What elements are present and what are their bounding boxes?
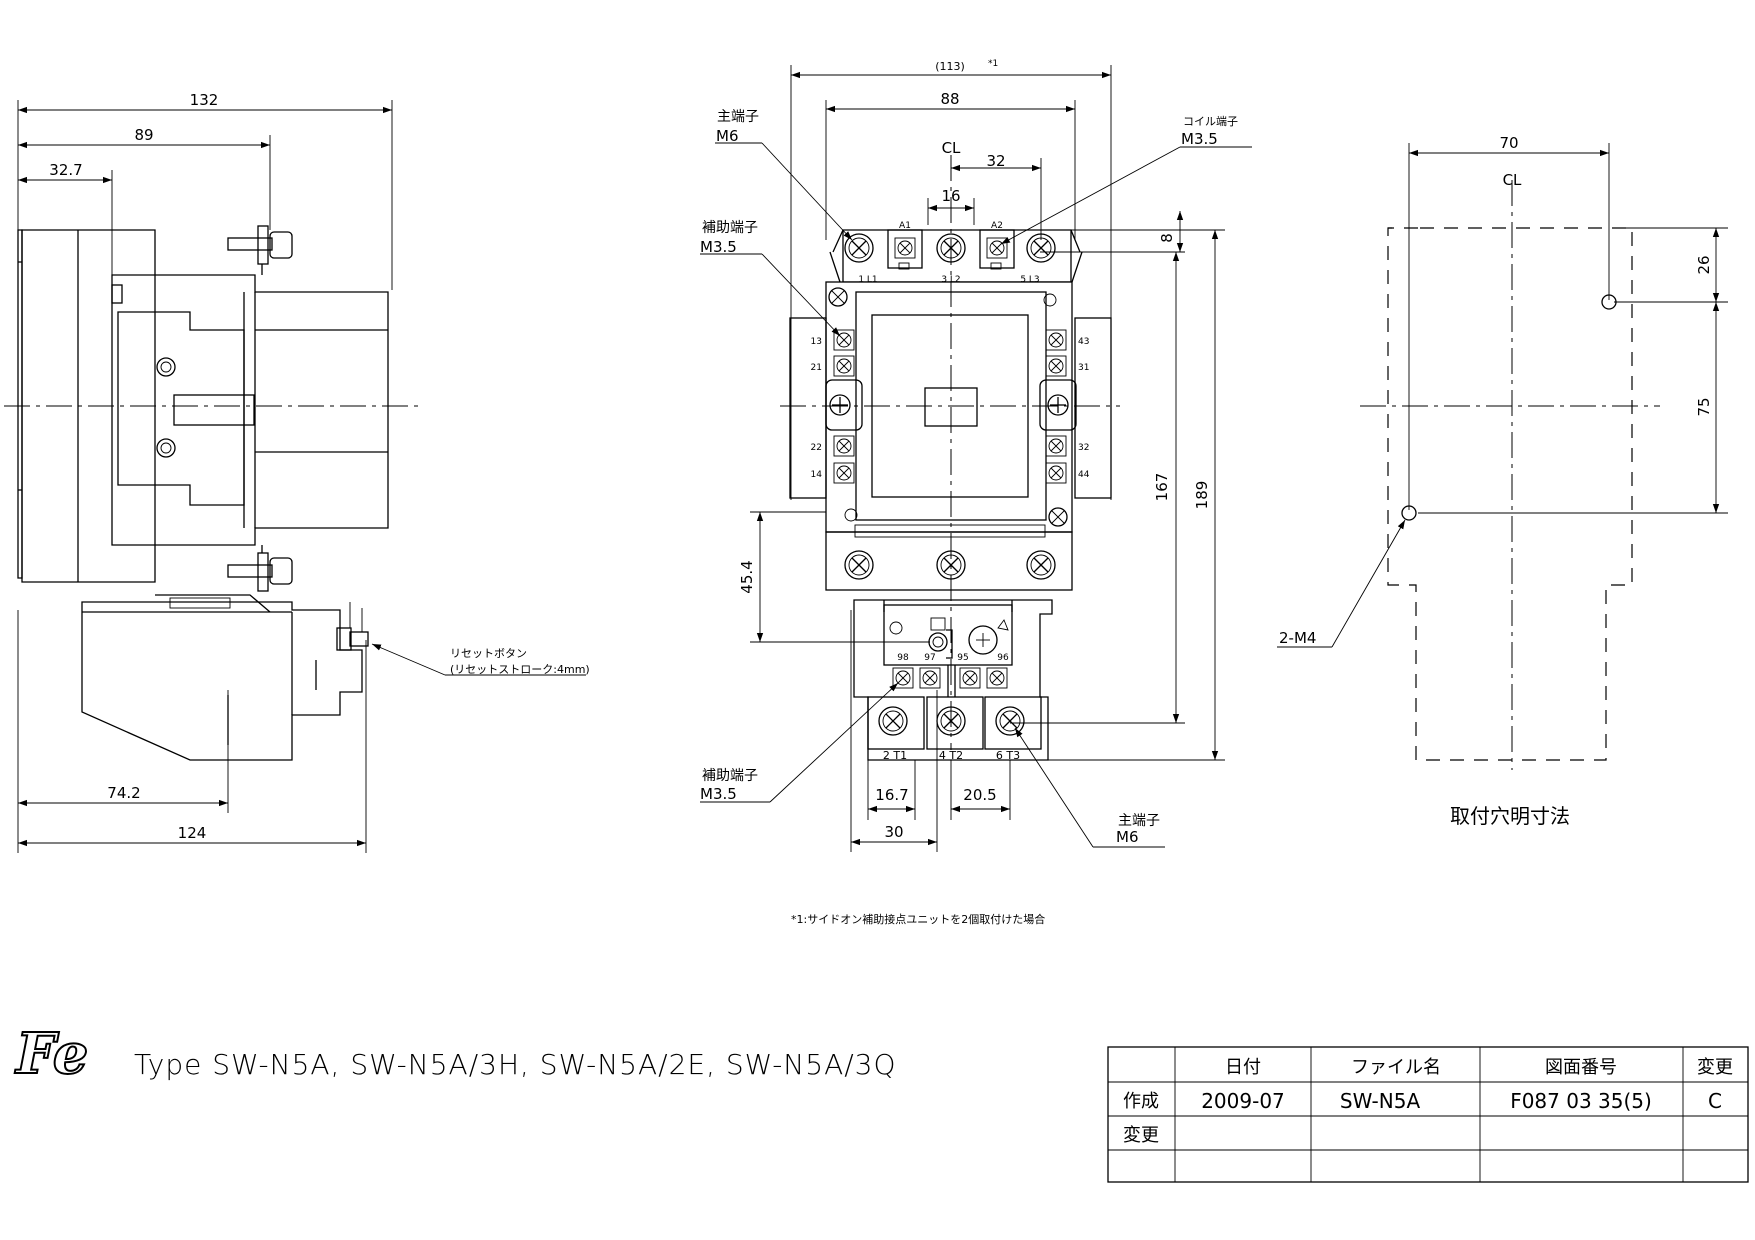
main-terminal-top-label: 主端子	[717, 109, 759, 125]
mounting-hole-upper	[1601, 294, 1617, 310]
dim-74-2: 74.2	[107, 784, 140, 802]
created-file-name: SW-N5A	[1340, 1089, 1421, 1113]
main-terminal-bottom-label: 主端子	[1118, 813, 1160, 829]
title-block: 日付 ファイル名 図面番号 変更 作成 2009-07 SW-N5A F087 …	[1107, 1046, 1749, 1183]
dim-88: 88	[940, 90, 959, 108]
reset-stroke-label: (リセットストローク:4mm)	[450, 663, 590, 676]
side-view: 132 89 32.7 74.2 124	[4, 91, 590, 853]
created-revision: C	[1708, 1089, 1722, 1113]
dim-16-7: 16.7	[875, 786, 908, 804]
dim-167: 167	[1153, 473, 1171, 502]
side-view-body	[17, 225, 389, 761]
dim-8: 8	[1158, 233, 1176, 243]
coil-terminal-size: M3.5	[1181, 130, 1218, 148]
contactor-body	[789, 229, 1112, 591]
aux-terminal-14: 14	[811, 470, 823, 480]
coil-terminal-a1: A1	[899, 221, 911, 231]
aux-terminal-22: 22	[811, 443, 822, 453]
main-terminal-top-size: M6	[716, 127, 739, 145]
aux-terminal-13: 13	[811, 337, 822, 347]
dim-32: 32	[986, 152, 1005, 170]
main-screw-l3	[1026, 233, 1056, 263]
dim-124: 124	[178, 824, 207, 842]
dim-75: 75	[1695, 397, 1713, 416]
dim-26: 26	[1695, 255, 1713, 274]
drawing-title: Type SW-N5A, SW-N5A/3H, SW-N5A/2E, SW-N5…	[134, 1048, 897, 1081]
side-view-dimensions	[17, 100, 393, 853]
mounting-view: 70 CL 26 75 2-M4 取付穴明寸法	[1277, 134, 1728, 828]
fe-logo: Fe	[13, 1020, 89, 1088]
dim-32-7: 32.7	[49, 161, 82, 179]
coil-terminal-a2: A2	[991, 221, 1003, 231]
dim-113: (113)	[935, 60, 965, 73]
terminal-4-t2: 4 T2	[939, 749, 963, 762]
overload-relay-front	[853, 599, 1053, 761]
ol-terminal-96: 96	[997, 653, 1009, 663]
aux-terminal-31: 31	[1078, 363, 1089, 373]
dim-189: 189	[1193, 481, 1211, 510]
aux-terminal-32: 32	[1078, 443, 1089, 453]
ol-terminal-95: 95	[957, 653, 968, 663]
created-drawing-number: F087 03 35(5)	[1510, 1089, 1652, 1113]
terminal-2-t1: 2 T1	[883, 749, 907, 762]
dim-89: 89	[134, 126, 153, 144]
aux-terminal-top-size: M3.5	[700, 238, 737, 256]
dim-113-note: *1	[988, 59, 998, 69]
aux-terminal-43: 43	[1078, 337, 1089, 347]
row-created-label: 作成	[1123, 1091, 1159, 1112]
terminal-6-t3: 6 T3	[996, 749, 1020, 762]
aux-terminal-21: 21	[811, 363, 822, 373]
dim-30: 30	[884, 823, 903, 841]
mounting-caption: 取付穴明寸法	[1450, 804, 1570, 828]
footnote: *1:サイドオン補助接点ユニットを2個取付けた場合	[791, 912, 1045, 926]
terminal-1-l1: 1 L1	[858, 275, 877, 285]
dim-16: 16	[941, 187, 960, 205]
main-screw-l1	[844, 233, 874, 263]
aux-terminal-44: 44	[1078, 470, 1090, 480]
fe-logo-mark: Fe	[14, 1021, 88, 1087]
aux-terminal-bottom-size: M3.5	[700, 785, 737, 803]
coil-terminal-label: コイル端子	[1183, 115, 1238, 128]
mounting-outline	[1387, 227, 1633, 761]
terminal-5-l3: 5 L3	[1020, 275, 1039, 285]
reset-button-label: リセットボタン	[450, 647, 527, 660]
dim-70: 70	[1499, 134, 1518, 152]
dim-45-4: 45.4	[738, 560, 756, 593]
mounting-hole-lower	[1401, 505, 1417, 521]
terminal-3-l2: 3 L2	[941, 275, 960, 285]
main-terminal-bottom-size: M6	[1116, 828, 1139, 846]
dim-132: 132	[190, 91, 219, 109]
header-file-name: ファイル名	[1351, 1057, 1441, 1078]
header-drawing-number: 図面番号	[1545, 1057, 1617, 1078]
header-date: 日付	[1225, 1057, 1261, 1078]
ol-terminal-98: 98	[897, 653, 909, 663]
aux-terminal-bottom-label: 補助端子	[702, 768, 758, 784]
aux-terminal-top-label: 補助端子	[702, 220, 758, 236]
created-date: 2009-07	[1201, 1089, 1285, 1113]
ol-terminal-97: 97	[924, 653, 935, 663]
centerline-mark: CL	[942, 139, 961, 157]
header-revision: 変更	[1697, 1057, 1733, 1078]
row-change-label: 変更	[1123, 1125, 1159, 1146]
front-view: (113) *1 88 32 16 CL 8 167 189 45.4 16.7…	[700, 59, 1252, 852]
dim-20-5: 20.5	[963, 786, 996, 804]
hole-label: 2-M4	[1279, 629, 1316, 647]
